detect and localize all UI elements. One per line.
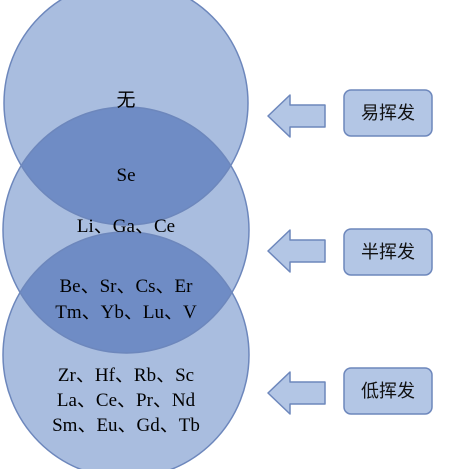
bottom-circle-line-1: Zr、Hf、Rb、Sc (58, 365, 194, 386)
overlap-bottom-region (3, 232, 249, 353)
overlap-bottom-line-2: Tm、Yb、Lu、V (55, 302, 197, 323)
category-label-high: 易挥发 (361, 103, 415, 124)
arrow-left-icon (267, 94, 326, 138)
overlap-bottom-line-1: Be、Sr、Cs、Er (59, 276, 193, 297)
bottom-circle-line-3: Sm、Eu、Gd、Tb (52, 415, 200, 436)
category-box-high (343, 89, 433, 137)
top-circle-label: 无 (116, 90, 135, 111)
semi-volatility-circle-outline (2, 106, 250, 354)
category-label-low: 低挥发 (361, 381, 415, 402)
category-box-semi (343, 228, 433, 276)
arrow-left-icon (267, 229, 326, 273)
category-label-semi: 半挥发 (361, 242, 415, 263)
overlap-top-label: Se (117, 165, 136, 186)
high-volatility-circle-outline (3, 0, 249, 226)
middle-circle-label: Li、Ga、Ce (77, 216, 175, 237)
arrow-left-icon (267, 371, 326, 415)
low-volatility-circle-outline (2, 231, 250, 469)
overlap-top-region (4, 107, 248, 225)
category-box-low (343, 367, 433, 415)
bottom-circle-line-2: La、Ce、Pr、Nd (57, 390, 196, 411)
